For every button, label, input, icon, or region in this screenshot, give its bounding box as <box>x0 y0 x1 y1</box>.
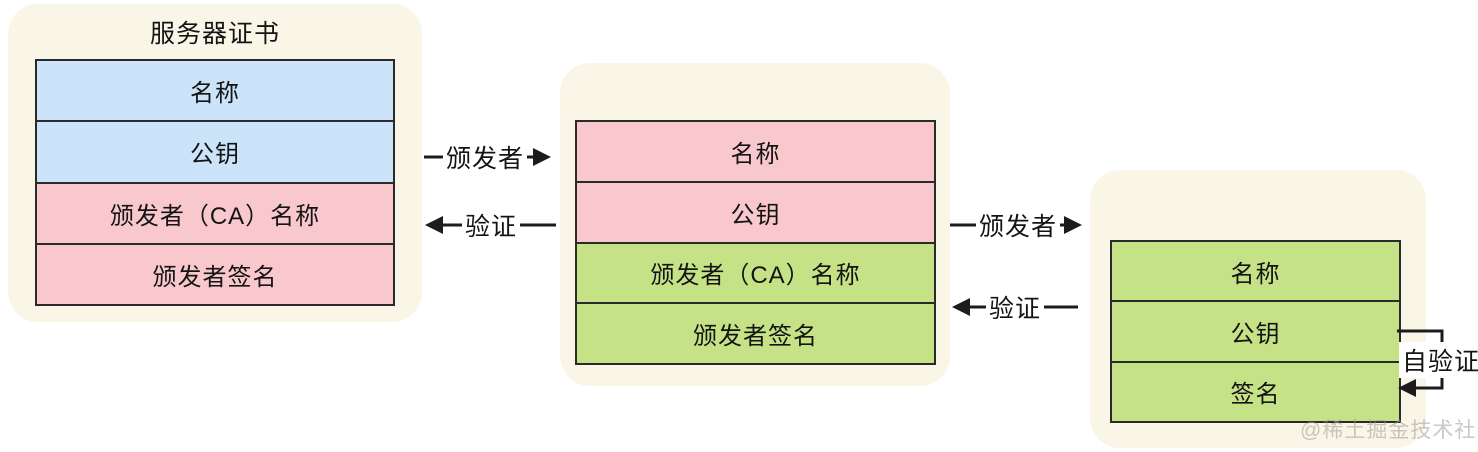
verify-arrow-1-label: 验证 <box>461 207 521 243</box>
root-cert-row-public-key: 公钥 <box>1112 302 1399 361</box>
server-cert-row-public-key: 公钥 <box>37 122 393 182</box>
intermediate-certificate-table: 名称 公钥 颁发者（CA）名称 颁发者签名 <box>575 120 936 365</box>
server-certificate-table: 名称 公钥 颁发者（CA）名称 颁发者签名 <box>35 59 395 306</box>
self-verify-label: 自验证 <box>1398 342 1478 378</box>
intermediate-cert-row-public-key: 公钥 <box>577 182 934 242</box>
server-cert-row-name: 名称 <box>37 61 393 121</box>
issuer-arrow-1-label: 颁发者 <box>442 139 528 175</box>
server-certificate-title: 服务器证书 <box>149 20 280 48</box>
root-cert-row-name: 名称 <box>1112 242 1399 301</box>
root-cert-row-signature: 签名 <box>1112 362 1399 421</box>
watermark-text: @稀土掘金技术社区 <box>1300 419 1478 442</box>
root-certificate-table: 名称 公钥 签名 <box>1110 240 1401 423</box>
intermediate-cert-row-issuer-name: 颁发者（CA）名称 <box>577 243 934 303</box>
server-cert-row-issuer-name: 颁发者（CA）名称 <box>37 183 393 243</box>
verify-arrow-2-label: 验证 <box>985 289 1045 325</box>
intermediate-cert-row-issuer-signature: 颁发者签名 <box>577 304 934 363</box>
issuer-arrow-2-label: 颁发者 <box>975 207 1061 243</box>
intermediate-cert-row-name: 名称 <box>577 122 934 181</box>
server-cert-row-issuer-signature: 颁发者签名 <box>37 244 393 304</box>
